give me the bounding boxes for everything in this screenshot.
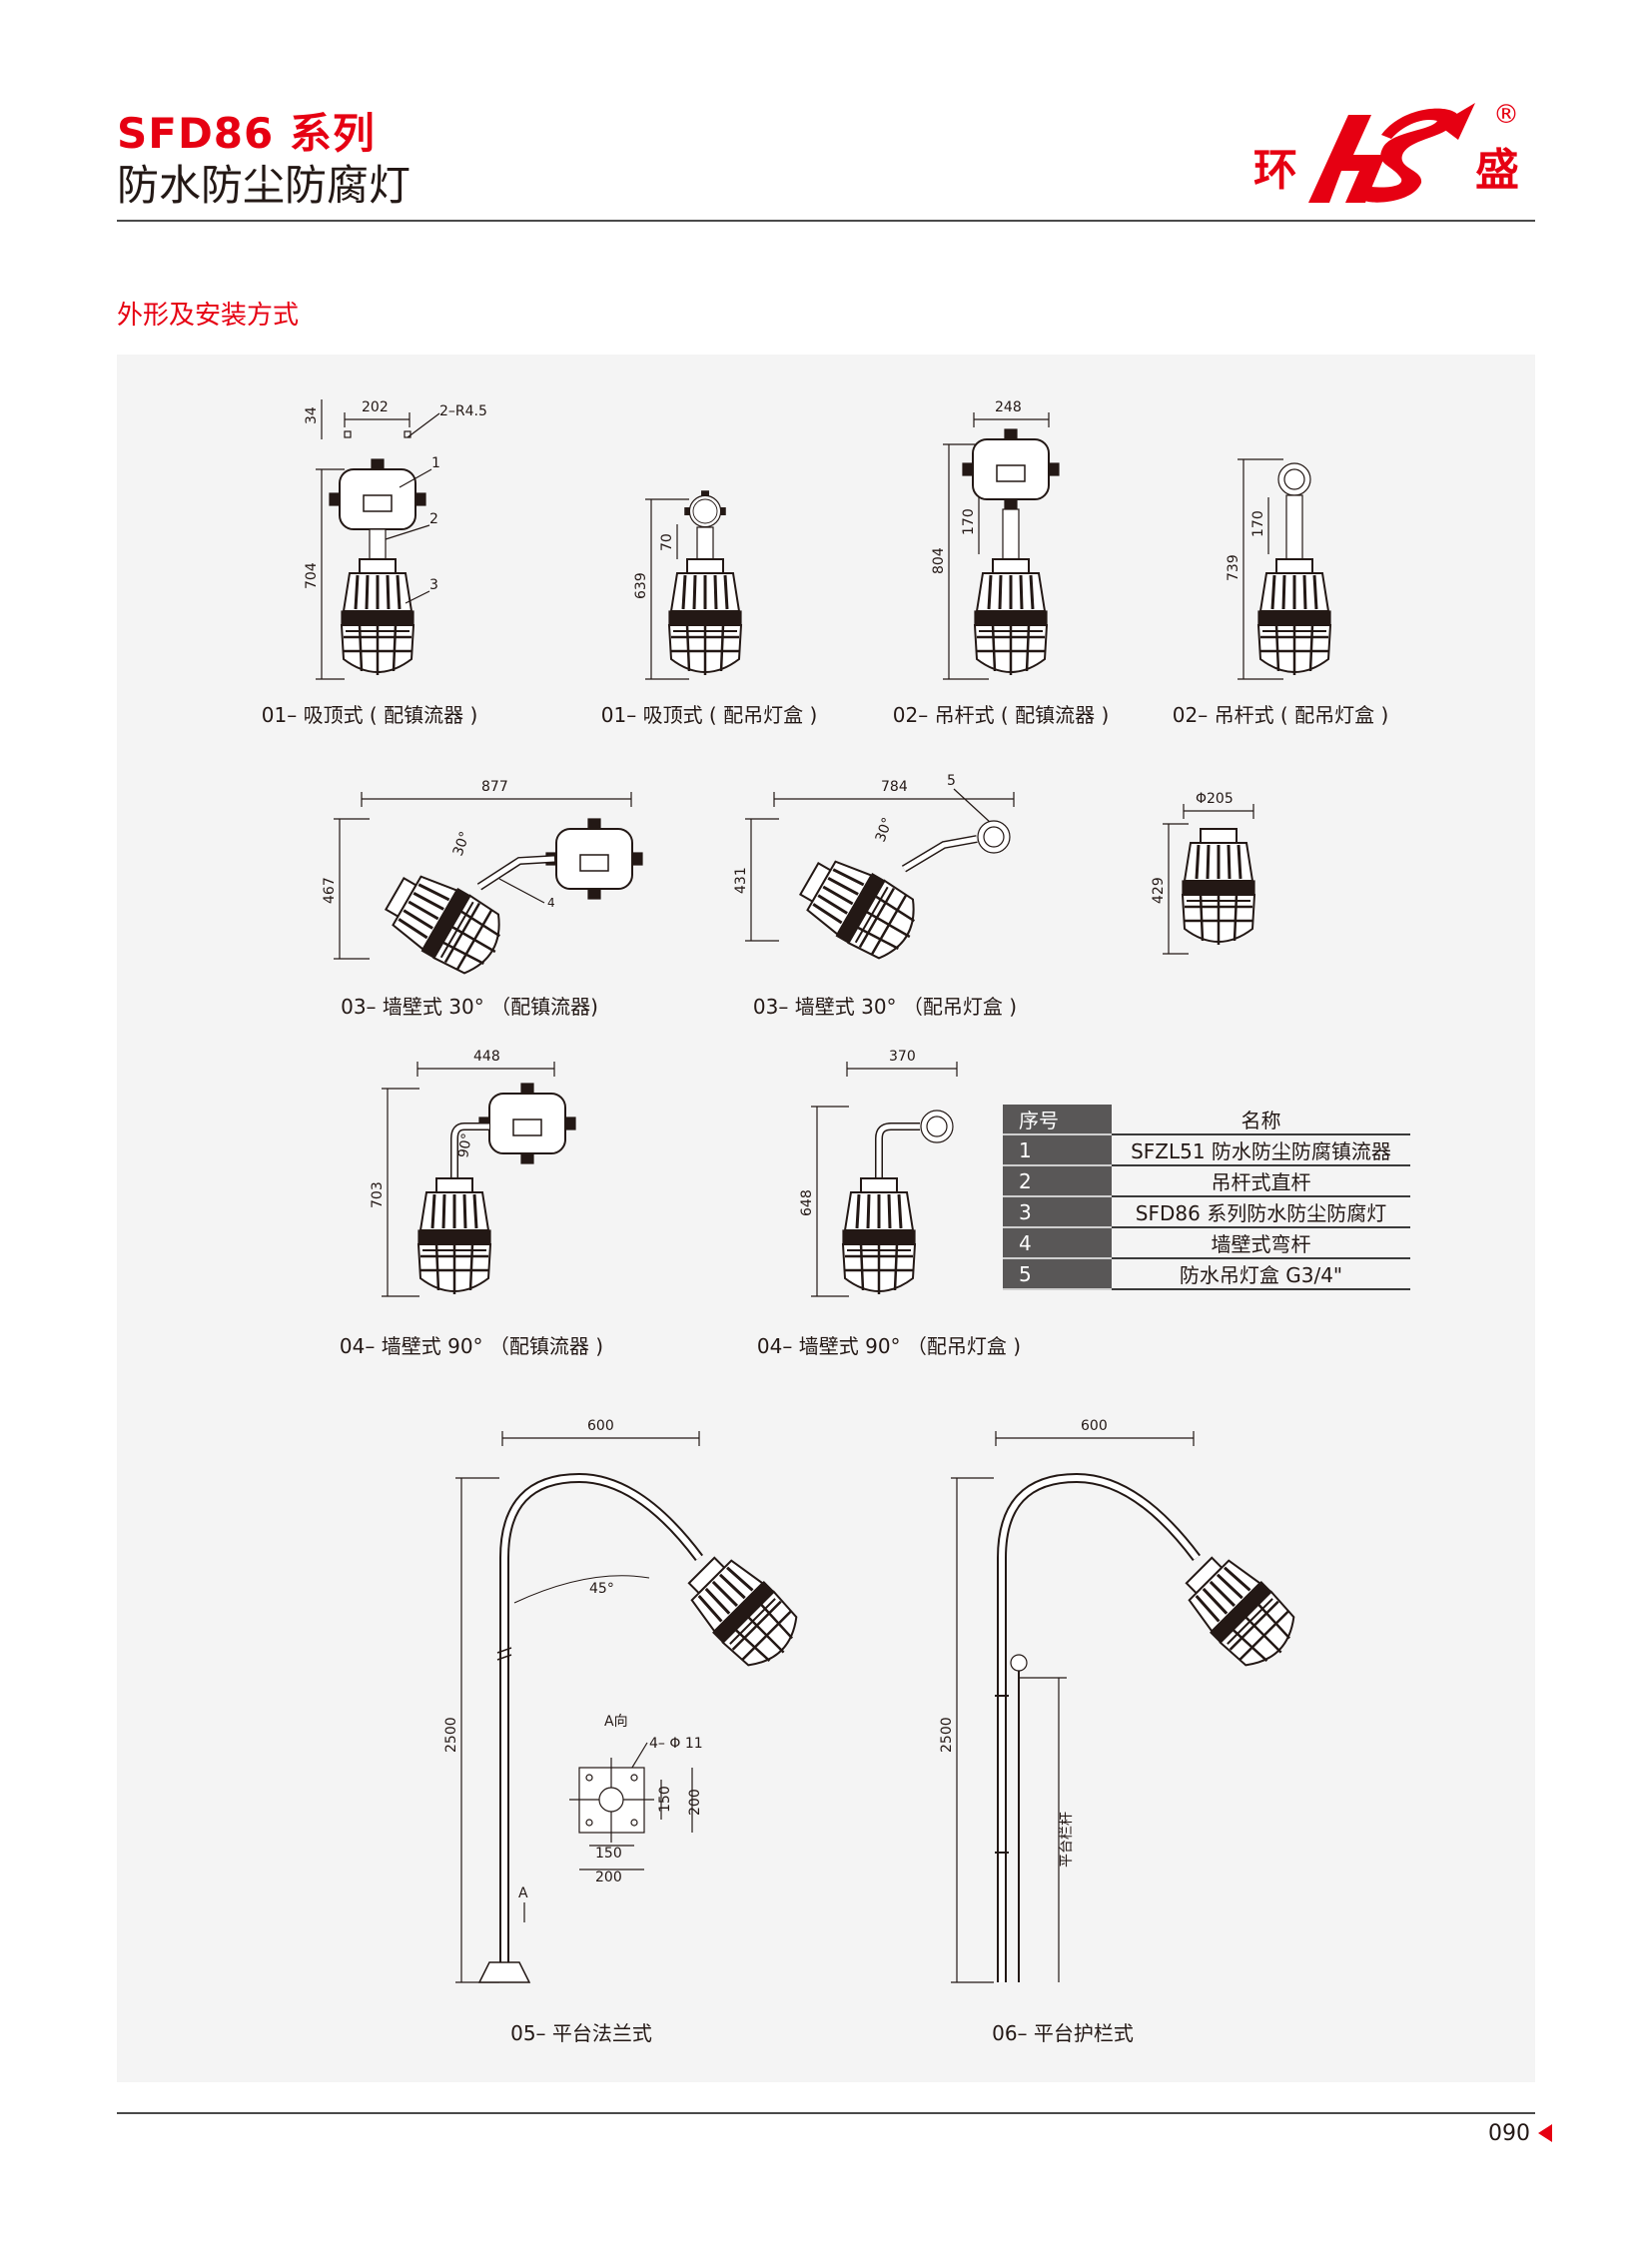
svg-text:739: 739 <box>1226 554 1241 581</box>
table-row: 5 防水吊灯盒 G3/4" <box>1003 1258 1410 1290</box>
svg-text:2500: 2500 <box>443 1717 459 1753</box>
caption-03-wall30-box: 03– 墙壁式 30° （配吊灯盒 ) <box>752 995 1018 1019</box>
caption-01-ceiling-box: 01– 吸顶式 ( 配吊灯盒 ) <box>600 703 818 727</box>
svg-text:804: 804 <box>931 547 947 574</box>
figure-03-wall30-box: 784 5 431 30° <box>733 773 1015 970</box>
svg-text:90°: 90° <box>455 1131 475 1158</box>
logo-char-right: 盛 <box>1475 145 1519 196</box>
svg-text:A向: A向 <box>604 1714 628 1730</box>
part-name: 吊杆式直杆 <box>1112 1165 1410 1197</box>
figure-01-ceiling-ballast: 202 34 2–R4.5 704 1 2 3 <box>304 399 487 680</box>
figure-lamp-dimensions: Φ205 429 <box>1151 791 1256 955</box>
svg-text:704: 704 <box>304 562 320 589</box>
logo-char-left: 环 <box>1253 145 1297 196</box>
svg-text:45°: 45° <box>589 1581 614 1597</box>
parts-table: 序号 名称 1 SFZL51 防水防尘防腐镇流器 2 吊杆式直杆 3 SFD86… <box>1003 1105 1410 1290</box>
caption-04-wall90-box: 04– 墙壁式 90° （配吊灯盒 ) <box>756 1334 1022 1358</box>
caption-06-platform-railing: 06– 平台护栏式 <box>992 2021 1134 2045</box>
svg-text:200: 200 <box>687 1789 703 1816</box>
svg-text:5: 5 <box>947 773 956 789</box>
table-row: 2 吊杆式直杆 <box>1003 1165 1410 1197</box>
part-number: 3 <box>1003 1196 1112 1228</box>
svg-text:248: 248 <box>995 399 1022 415</box>
svg-text:4: 4 <box>547 896 555 910</box>
figure-03-wall30-ballast: 877 467 30° 4 <box>322 779 643 985</box>
caption-02-pendant-box: 02– 吊杆式 ( 配吊灯盒 ) <box>1172 703 1389 727</box>
part-number: 1 <box>1003 1134 1112 1166</box>
table-row: 4 墙壁式弯杆 <box>1003 1227 1410 1259</box>
table-row: 1 SFZL51 防水防尘防腐镇流器 <box>1003 1134 1410 1166</box>
svg-text:784: 784 <box>881 779 908 795</box>
registered-mark: ® <box>1493 100 1519 130</box>
caption-01-ceiling-ballast: 01– 吸顶式 ( 配镇流器 ) <box>261 703 478 727</box>
figure-05-platform-flange: 600 2500 45° A A向 4– Φ 11 150 200 150 20… <box>443 1418 811 1983</box>
svg-text:877: 877 <box>481 779 508 795</box>
svg-text:30°: 30° <box>450 830 474 859</box>
svg-text:150: 150 <box>595 1846 622 1862</box>
figure-01-ceiling-box: 639 70 <box>633 490 743 680</box>
svg-text:2: 2 <box>429 511 438 527</box>
figure-02-pendant-box: 739 170 <box>1226 458 1332 680</box>
svg-text:703: 703 <box>370 1181 386 1208</box>
svg-text:平台栏杆: 平台栏杆 <box>1059 1812 1075 1868</box>
section-title: 外形及安装方式 <box>117 301 300 331</box>
figure-06-platform-railing: 600 2500 平台栏杆 <box>939 1418 1308 1983</box>
svg-text:3: 3 <box>429 577 438 593</box>
caption-02-pendant-ballast: 02– 吊杆式 ( 配镇流器 ) <box>892 703 1110 727</box>
svg-text:429: 429 <box>1151 877 1167 904</box>
table-row: 3 SFD86 系列防水防尘防腐灯 <box>1003 1196 1410 1228</box>
caption-04-wall90-ballast: 04– 墙壁式 90° （配镇流器 ) <box>339 1334 604 1358</box>
svg-text:170: 170 <box>961 508 977 535</box>
svg-text:2–R4.5: 2–R4.5 <box>439 403 487 419</box>
svg-text:448: 448 <box>473 1049 500 1065</box>
figure-04-wall90-box: 370 648 <box>799 1049 958 1297</box>
svg-text:4– Φ 11: 4– Φ 11 <box>649 1736 703 1752</box>
svg-text:Φ205: Φ205 <box>1196 791 1234 807</box>
product-series-title: SFD86 系列 <box>117 109 376 158</box>
svg-text:639: 639 <box>633 572 649 599</box>
parts-table-header: 序号 名称 <box>1003 1105 1410 1135</box>
caption-05-platform-flange: 05– 平台法兰式 <box>510 2021 652 2045</box>
brand-logo: 环 盛 ® <box>1253 100 1519 203</box>
part-name: 防水吊灯盒 G3/4" <box>1112 1258 1410 1290</box>
svg-text:370: 370 <box>889 1049 916 1065</box>
part-name: SFD86 系列防水防尘防腐灯 <box>1112 1196 1410 1228</box>
part-name: SFZL51 防水防尘防腐镇流器 <box>1112 1134 1410 1166</box>
svg-text:70: 70 <box>659 533 675 551</box>
svg-text:150: 150 <box>657 1786 673 1813</box>
col-header-number: 序号 <box>1003 1105 1112 1135</box>
part-name: 墙壁式弯杆 <box>1112 1227 1410 1259</box>
svg-text:467: 467 <box>322 877 338 904</box>
svg-text:431: 431 <box>733 867 749 894</box>
footer-divider <box>117 2112 1535 2114</box>
svg-text:600: 600 <box>1081 1418 1108 1434</box>
svg-text:1: 1 <box>431 455 440 471</box>
svg-text:2500: 2500 <box>939 1717 955 1753</box>
part-number: 5 <box>1003 1258 1112 1290</box>
svg-text:A: A <box>518 1885 528 1901</box>
svg-text:34: 34 <box>304 406 320 424</box>
svg-text:648: 648 <box>799 1189 815 1216</box>
figure-02-pendant-ballast: 248 804 170 <box>931 399 1060 680</box>
svg-text:200: 200 <box>595 1869 622 1885</box>
svg-text:600: 600 <box>587 1418 614 1434</box>
svg-text:30°: 30° <box>873 816 897 845</box>
product-name: 防水防尘防腐灯 <box>117 161 412 210</box>
col-header-name: 名称 <box>1112 1105 1410 1135</box>
part-number: 2 <box>1003 1165 1112 1197</box>
figure-04-wall90-ballast: 448 703 90° <box>370 1049 576 1297</box>
page-number: 090 <box>1488 2121 1530 2146</box>
part-number: 4 <box>1003 1227 1112 1259</box>
page-arrow-icon <box>1538 2124 1552 2142</box>
svg-text:202: 202 <box>362 399 389 415</box>
svg-text:170: 170 <box>1250 510 1266 537</box>
caption-03-wall30-ballast: 03– 墙壁式 30° （配镇流器) <box>341 995 598 1019</box>
header-divider <box>117 220 1535 222</box>
